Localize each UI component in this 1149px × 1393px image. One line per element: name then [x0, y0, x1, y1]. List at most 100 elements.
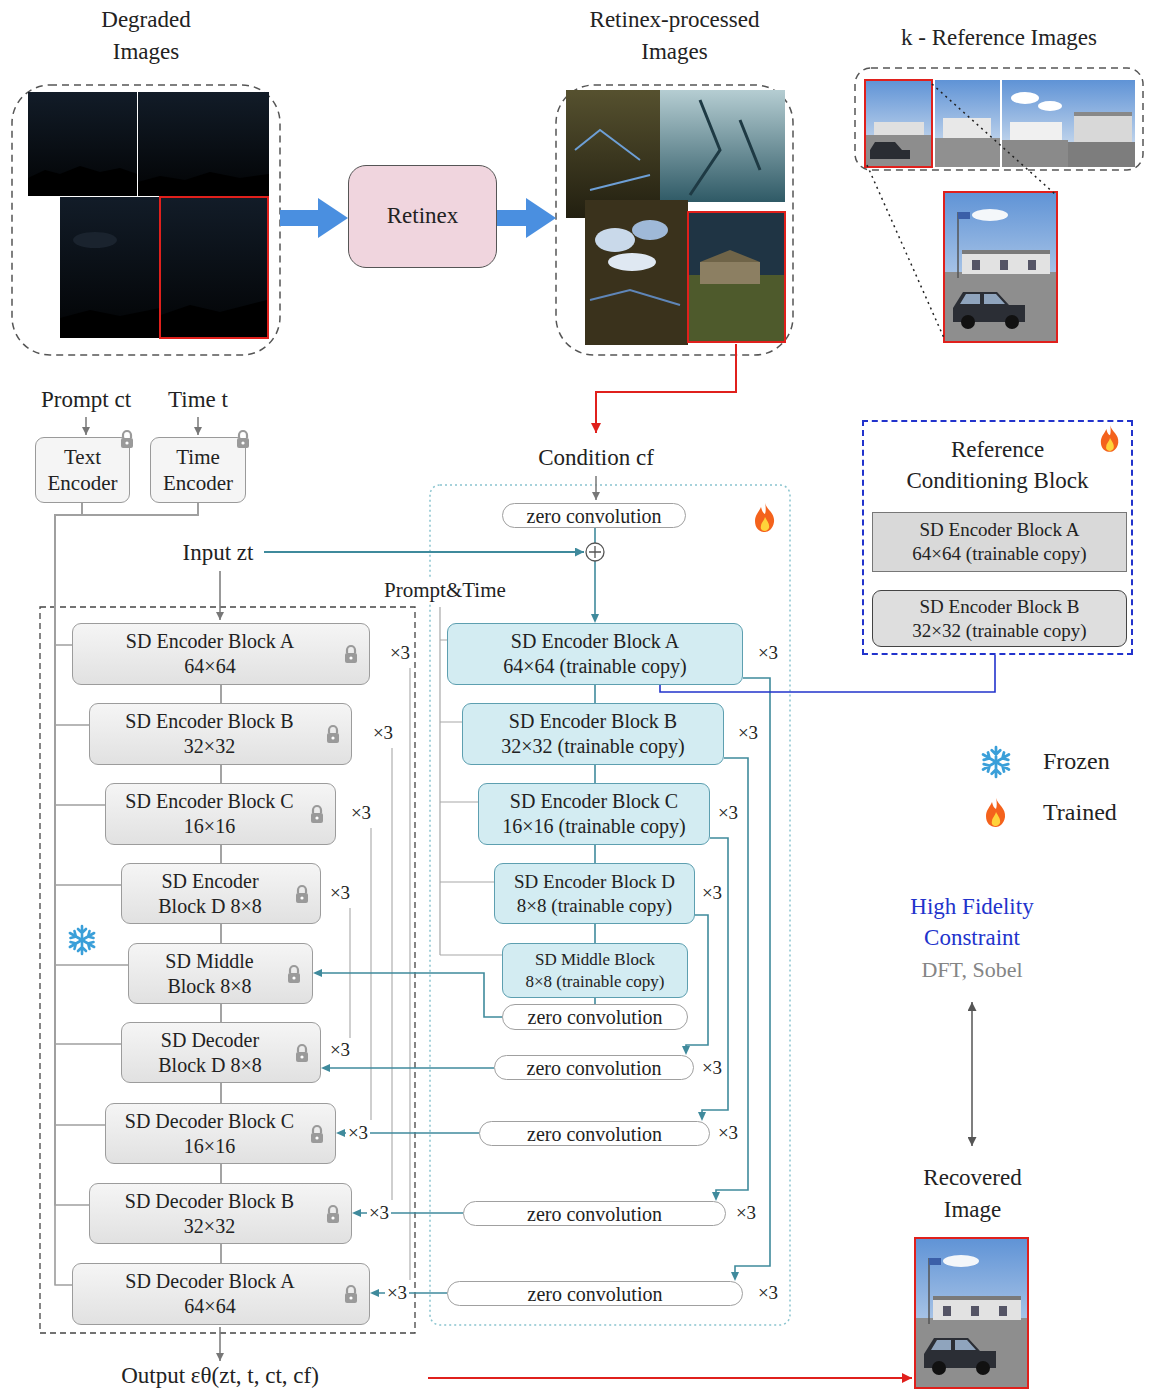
lock-keyhole	[331, 736, 334, 739]
repeat-count: ×3	[716, 1122, 740, 1144]
panel-heading: Degraded Images	[84, 4, 209, 67]
lock-body	[121, 438, 133, 448]
connector	[55, 503, 121, 1044]
lock-shackle	[347, 1286, 355, 1293]
repeat-count: ×3	[734, 1202, 758, 1224]
frozen-block: SD Decoder Block A64×64	[72, 1263, 370, 1325]
time-label: Time t	[168, 387, 228, 413]
zero-conv-box: zero convolution	[463, 1201, 726, 1226]
illustration-part	[85, 417, 87, 435]
block-label: SD Encoder Block A	[126, 629, 294, 654]
frozen-block: SD Encoder Block B32×32	[89, 703, 352, 765]
illustration-part	[219, 571, 221, 620]
block-label: SD Decoder Block A	[125, 1269, 294, 1294]
illustration-part	[585, 200, 688, 345]
image-panel: Retinex-processed Images	[556, 4, 793, 355]
illustration-part	[197, 417, 199, 435]
zero-conv-box: zero convolution	[447, 1281, 743, 1306]
illustration-part	[915, 1238, 1028, 1388]
trainable-block: SD Encoder Block A64×64 (trainable copy)	[872, 512, 1127, 572]
block-label: SD Encoder Block A	[920, 518, 1080, 542]
illustration-part	[700, 262, 760, 284]
image-panel: k - Reference Images	[855, 22, 1143, 170]
illustration-part	[915, 1238, 1028, 1388]
connector	[594, 528, 596, 614]
repeat-count: ×3	[388, 642, 412, 664]
illustration-part	[28, 92, 137, 196]
illustration-part	[138, 172, 269, 196]
illustration-part	[986, 798, 1005, 827]
frozen-block: SD Encoder Block A64×64	[72, 623, 370, 685]
block-label: SD Decoder	[161, 1028, 259, 1053]
lock-icon	[286, 964, 302, 984]
constraint-label: High Fidelity Constraint	[890, 891, 1055, 953]
frozen-block: SD DecoderBlock D 8×8	[121, 1022, 321, 1083]
lock-icon	[294, 884, 310, 904]
block-label: 16×16 (trainable copy)	[502, 814, 685, 839]
illustration-part	[12, 85, 280, 355]
lock-body	[311, 1133, 323, 1143]
illustration-part	[755, 503, 774, 532]
repeat-count: ×3	[716, 802, 740, 824]
zero-conv-label: zero convolution	[528, 1283, 663, 1305]
illustration-part	[586, 543, 604, 561]
lock-body	[345, 653, 357, 663]
repeat-count: ×3	[346, 1122, 370, 1144]
lock-icon	[309, 1124, 325, 1144]
illustration-part	[589, 546, 601, 558]
panel-heading: Recovered Image	[914, 1162, 1032, 1225]
lock-shackle	[329, 726, 337, 733]
trainable-block: SD Encoder Block B32×32 (trainable copy)	[872, 590, 1127, 647]
illustration-part	[575, 130, 650, 190]
illustration-part	[138, 92, 269, 196]
repeat-count: ×3	[328, 882, 352, 904]
illustration-part	[935, 138, 1000, 167]
lock-icon	[294, 1043, 310, 1063]
block-label: 64×64 (trainable copy)	[912, 542, 1086, 566]
output-label: Output εθ(zt, t, ct, cf)	[121, 1363, 319, 1389]
repeat-count: ×3	[371, 722, 395, 744]
encoder-label: Text Encoder	[42, 444, 123, 497]
group-heading: Reference Conditioning Block	[895, 434, 1100, 496]
repeat-count: ×3	[700, 1057, 724, 1079]
block-label: 32×32	[184, 734, 235, 759]
lock-keyhole	[315, 1136, 318, 1139]
zero-conv-box: zero convolution	[502, 1004, 688, 1030]
illustration-part	[161, 300, 267, 337]
connector	[220, 924, 222, 943]
illustration-part	[595, 476, 597, 500]
lock-icon	[325, 724, 341, 744]
encoder-box: Text Encoder	[35, 437, 130, 503]
illustration-part	[1074, 112, 1132, 116]
frozen-block: SD Decoder Block C16×16	[105, 1103, 336, 1164]
illustration-part	[688, 212, 785, 342]
illustration-part	[660, 90, 785, 202]
zero-conv-label: zero convolution	[528, 1006, 663, 1028]
legend-text: Trained	[1043, 799, 1117, 827]
illustration-part	[595, 228, 635, 252]
block-label: 16×16	[184, 814, 235, 839]
connector	[594, 765, 596, 783]
illustration-part	[1101, 425, 1118, 452]
illustration-part	[28, 166, 137, 196]
illustration-part	[1038, 101, 1062, 111]
lock-icon	[235, 429, 251, 449]
input-label: Input zt	[183, 540, 254, 566]
loss-terms-label: DFT, Sobel	[921, 957, 1022, 982]
lock-body	[311, 813, 323, 823]
illustration-part	[590, 290, 680, 305]
illustration-part	[1002, 80, 1068, 167]
lock-shackle	[298, 1045, 306, 1052]
block-label: 64×64	[184, 654, 235, 679]
lock-keyhole	[349, 656, 352, 659]
prompt-label: Prompt ct	[41, 387, 131, 413]
lock-shackle	[123, 431, 131, 438]
connector	[322, 973, 502, 1017]
illustration-part	[1068, 80, 1135, 167]
block-label: SD Middle	[165, 949, 253, 974]
block-label: SD Encoder	[161, 869, 258, 894]
trainable-block: SD Middle Block8×8 (trainable copy)	[502, 943, 688, 998]
lock-shackle	[313, 1126, 321, 1133]
repeat-count: ×3	[349, 802, 373, 824]
